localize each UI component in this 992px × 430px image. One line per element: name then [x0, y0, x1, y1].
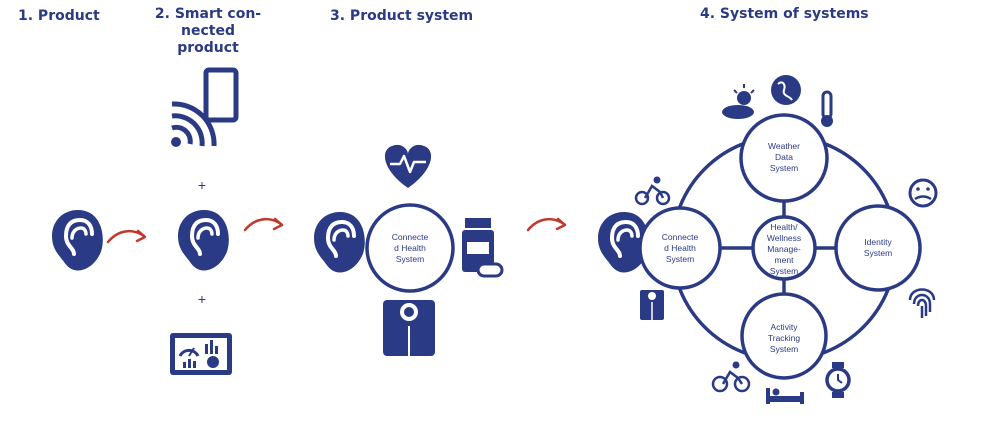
circle-label-line: d Health [394, 243, 426, 253]
node-label: Wellness [767, 233, 801, 243]
stage-2-title: 2. Smart con- nected product [154, 6, 262, 56]
node-label: Data [775, 152, 793, 162]
arrow-icon [106, 229, 147, 244]
ear-icon [312, 210, 367, 275]
smartwatch-icon [825, 362, 851, 398]
node-label: System [770, 266, 798, 276]
scale-icon [640, 290, 664, 320]
globe-icon [771, 75, 801, 105]
cyclist-icon [634, 176, 671, 206]
arrow-icon [526, 217, 567, 232]
node-label: System [770, 163, 798, 173]
plus-bottom: + [198, 291, 206, 307]
wifi-phone-icon [171, 67, 239, 147]
stage-4-title: 4. System of systems [700, 6, 869, 22]
node-label: System [770, 344, 798, 354]
pill-bottle-icon [462, 218, 504, 278]
activity-tracking-node [740, 292, 828, 380]
circle-label-line: System [396, 254, 424, 264]
connected-health-node [638, 206, 722, 290]
node-label: Identity [864, 237, 892, 247]
node-label: ment [775, 255, 795, 265]
identity-system-node [834, 204, 922, 292]
node-label: Weather [768, 141, 800, 151]
node-label: Tracking [768, 333, 801, 343]
connected-health-circle: Connecte d Health System [365, 203, 455, 293]
health-wellness-node [751, 215, 817, 281]
face-mustache-icon [908, 178, 938, 208]
node-label: d Health [664, 243, 696, 253]
bed-icon [766, 388, 804, 404]
heart-icon [384, 144, 432, 188]
sun-cloud-icon [722, 84, 755, 119]
plus-top: + [198, 177, 206, 193]
circle-label-line: Connecte [392, 232, 429, 242]
stage-3-title: 3. Product system [330, 8, 474, 24]
thermometer-icon [821, 90, 833, 127]
node-label: Activity [771, 322, 799, 332]
node-label: System [666, 254, 694, 264]
ear-icon [176, 208, 231, 273]
node-label: Manage- [767, 244, 801, 254]
system-of-systems-graph: Weather Data System Connecte d Health Sy… [638, 113, 922, 380]
scale-icon [383, 300, 435, 356]
stage-1-title: 1. Product [18, 8, 100, 24]
cyclist-icon [711, 361, 751, 393]
weather-system-node [739, 113, 829, 203]
node-label: Health/ [771, 222, 799, 232]
arrow-icon [243, 217, 284, 232]
dashboard-icon [170, 333, 232, 375]
ear-icon [50, 208, 105, 273]
fingerprint-icon [908, 288, 936, 318]
node-label: Connecte [662, 232, 699, 242]
node-label: System [864, 248, 892, 258]
